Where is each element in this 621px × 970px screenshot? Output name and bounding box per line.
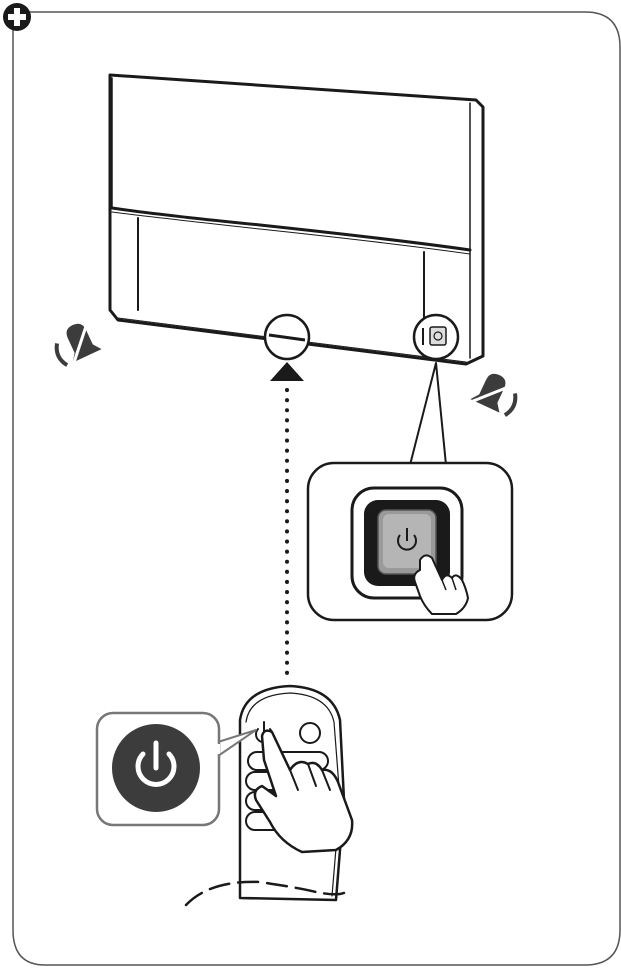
power-symbol-icon xyxy=(397,528,417,551)
mute-bell-icon xyxy=(468,373,518,417)
finger-icon xyxy=(413,554,469,615)
power-joystick-button xyxy=(412,313,460,361)
finger-pressing-power-button xyxy=(306,461,514,622)
remote-callout-pointer xyxy=(217,729,257,757)
mute-bell-icon xyxy=(54,319,102,368)
ir-sensor-icon xyxy=(263,313,311,361)
power-button-icon xyxy=(95,711,221,827)
dotted-ir-signal-arrow xyxy=(270,362,304,680)
plus-circle-icon xyxy=(3,3,31,31)
page-frame xyxy=(12,11,621,966)
dashed-curve xyxy=(184,880,352,907)
callout-pointer xyxy=(409,362,447,466)
remote-control-in-hand xyxy=(238,684,354,902)
tv-rear-view xyxy=(108,73,485,366)
